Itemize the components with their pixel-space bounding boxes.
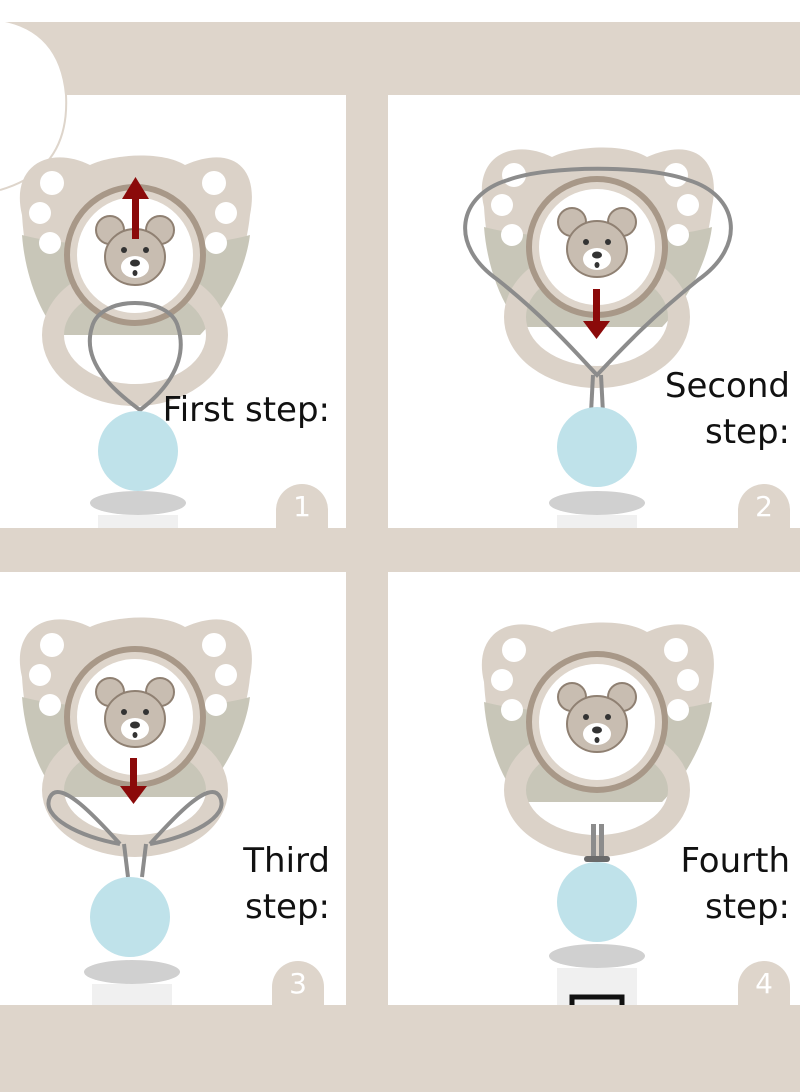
arrow-down-icon	[120, 758, 147, 804]
cord-bead	[557, 407, 637, 487]
clip-shadow	[84, 960, 180, 984]
arrow-up-icon	[122, 177, 149, 239]
step-panel-3: Third step: 3	[0, 572, 346, 1005]
cord-bead	[98, 411, 178, 491]
step-panel-4: Fourth step: 4	[388, 572, 800, 1005]
vent-holes	[491, 638, 699, 721]
pacifier-illustration	[19, 617, 252, 1005]
step-panel-1: First step: 1	[0, 95, 346, 528]
step-panel-2: Second step: 2	[388, 95, 800, 528]
bear-face-icon	[557, 682, 637, 753]
step-number-badge: 2	[738, 484, 790, 528]
step-label: Third step:	[243, 841, 330, 927]
step-label: Fourth step:	[680, 841, 790, 927]
pacifier-cord	[46, 790, 224, 846]
bottom-bar	[0, 1005, 800, 1092]
clip-shadow	[549, 944, 645, 968]
pacifier-cord	[87, 301, 183, 413]
step-number-badge: 4	[738, 961, 790, 1005]
step-number-badge: 1	[276, 484, 328, 528]
pacifier-illustration	[481, 622, 714, 1005]
arrow-down-icon	[583, 289, 610, 339]
clip-shadow	[90, 491, 186, 515]
vent-holes	[29, 633, 237, 716]
bear-face-icon	[95, 215, 175, 286]
pacifier-illustration	[463, 147, 733, 528]
clip-shadow	[549, 491, 645, 515]
step-label: First step:	[162, 390, 330, 430]
step-number-badge: 3	[272, 961, 324, 1005]
step-label: Second step:	[664, 366, 790, 452]
vent-holes	[29, 171, 237, 254]
bear-face-icon	[557, 207, 637, 278]
cord-bead	[90, 877, 170, 957]
cord-knot	[584, 824, 610, 862]
pacifier-illustration	[19, 155, 252, 528]
cord-bead	[557, 862, 637, 942]
bear-face-icon	[95, 677, 175, 748]
vertical-divider	[346, 95, 388, 1075]
pacifier-cord	[463, 166, 733, 378]
middle-divider	[0, 528, 800, 572]
